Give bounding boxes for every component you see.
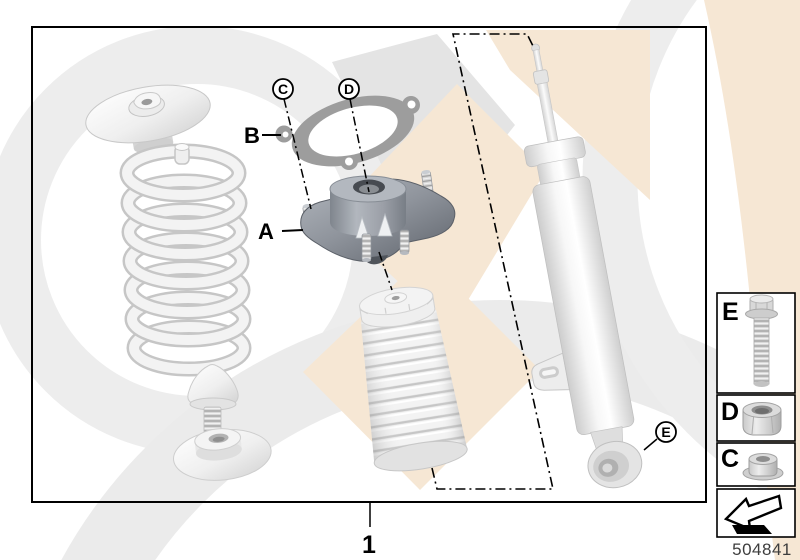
legend-box-c[interactable]: C (716, 442, 796, 487)
callout-e-circle[interactable] (655, 421, 677, 443)
boot-bottom (373, 440, 468, 472)
assembly-ref-label[interactable]: 1 (362, 531, 376, 559)
mounting-tab-slot-inner (542, 369, 556, 376)
support-bearing[interactable] (300, 169, 456, 265)
bump-stop-cone (187, 364, 239, 405)
mount-stud-lower-left (361, 233, 372, 262)
kit-boundary-dashdot (431, 33, 554, 490)
legend-d-label: D (721, 398, 739, 426)
callout-d-label[interactable]: D (344, 81, 354, 97)
flange-nut-icon (742, 453, 784, 481)
gasket-ear-right-hole (407, 100, 416, 109)
callout-e-label[interactable]: E (661, 424, 670, 440)
boot-nipple-hole (391, 295, 400, 301)
gasket-ear-bottom-hole (345, 157, 353, 166)
sealing-gasket[interactable] (275, 83, 423, 179)
boot-body-shading (360, 309, 468, 471)
mount-stud-lower-right (399, 229, 410, 255)
callouts: B A C D E 1 (244, 78, 677, 559)
leader-lines (262, 98, 658, 527)
coil-spring[interactable] (119, 143, 252, 377)
leader-c (283, 98, 312, 210)
legend-sidebar: E D C (716, 292, 796, 559)
watermark-beige-diamond-3 (486, 30, 650, 200)
lower-spring-pad[interactable] (171, 424, 274, 485)
eye-bore-inner (602, 463, 613, 473)
leader-d (349, 98, 393, 291)
legend-c-label: C (721, 445, 739, 473)
boot-cap-segments (359, 297, 434, 315)
mount-gusset-right (377, 212, 393, 237)
spring-wire-end-cut (174, 143, 190, 151)
callout-a-label[interactable]: A (258, 219, 274, 244)
callout-c-circle[interactable] (272, 78, 294, 100)
flange-bolt-icon (745, 294, 778, 387)
self-locking-nut-icon (742, 402, 782, 436)
pad-hub-hole-inner (212, 436, 225, 442)
leader-e (643, 438, 658, 451)
diagram-frame (31, 26, 707, 503)
gasket-ear-left-hole (282, 131, 289, 138)
bump-stop-with-bolt[interactable] (187, 364, 239, 440)
gasket-hole (308, 105, 398, 157)
watermark-ring-right (582, 0, 800, 509)
direction-box (716, 488, 796, 538)
protective-tube-bellows[interactable] (348, 281, 469, 476)
legend-box-e[interactable]: E (716, 292, 796, 394)
rear-shock-absorber[interactable] (473, 39, 647, 499)
legend-box-d[interactable]: D (716, 394, 796, 442)
plate-hub-hole (141, 98, 153, 106)
driving-direction-arrow-icon (723, 494, 783, 534)
legend-e-label: E (722, 298, 739, 326)
callout-b-label[interactable]: B (244, 123, 260, 148)
drawing-number: 504841 (732, 540, 792, 559)
callout-c-label[interactable]: C (278, 81, 288, 97)
callout-d-circle[interactable] (338, 78, 360, 100)
leader-a (281, 229, 304, 232)
